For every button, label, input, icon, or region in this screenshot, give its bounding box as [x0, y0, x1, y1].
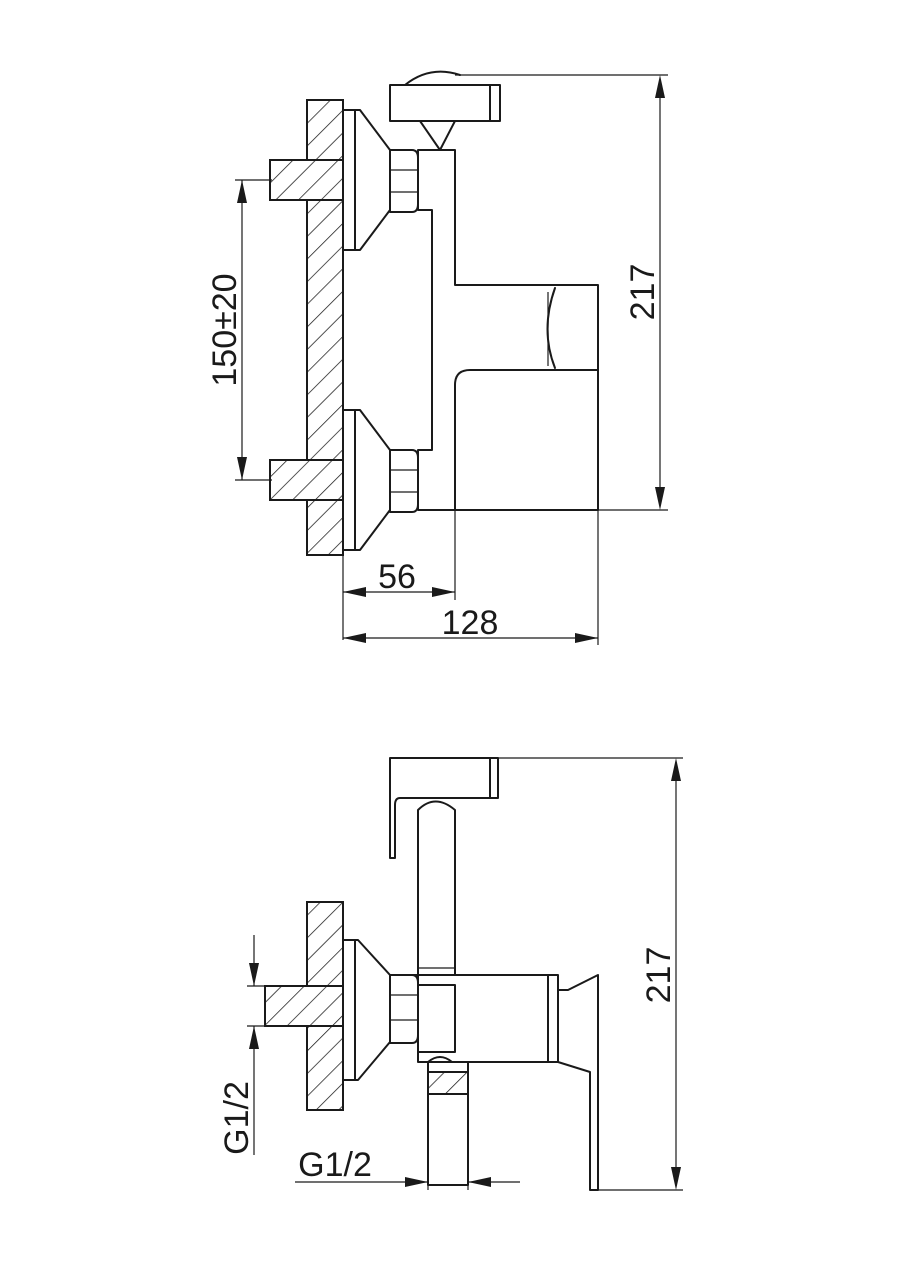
lower-inlet-pipe — [269, 459, 344, 501]
dim-height-side-label: 217 — [624, 264, 662, 321]
dim-projection-total-label: 128 — [442, 604, 499, 642]
mixer-body — [417, 149, 599, 511]
shower-holder-front — [389, 757, 499, 859]
dim-height-side: 217 — [455, 74, 668, 511]
dim-projection-total: 128 — [343, 510, 599, 645]
side-view: 217 150±20 56 128 — [206, 70, 668, 645]
dim-projection-inner: 56 — [342, 510, 456, 640]
upper-eccentric — [342, 109, 391, 251]
dim-outlet-thread-label: G1/2 — [298, 1146, 372, 1184]
dim-inlet-spacing-label: 150±20 — [206, 273, 244, 386]
dim-height-front-label: 217 — [640, 947, 678, 1004]
eccentric-front — [342, 939, 391, 1081]
dim-projection-inner-label: 56 — [378, 558, 416, 596]
upper-inlet-pipe — [269, 159, 344, 201]
shower-holder — [389, 70, 501, 151]
upper-nut — [389, 149, 419, 213]
lower-eccentric — [342, 409, 391, 551]
lower-nut — [389, 449, 419, 513]
dim-inlet-spacing: 150±20 — [206, 179, 272, 481]
riser-tube — [411, 800, 463, 976]
nut-front — [389, 974, 419, 1044]
dim-outlet-thread: G1/2 — [295, 1146, 520, 1190]
outlet-spout — [427, 1056, 469, 1186]
dim-height-front: 217 — [498, 757, 683, 1191]
inlet-pipe-front — [264, 985, 344, 1027]
front-view: 217 G1/2 G1/2 — [218, 757, 683, 1191]
dim-inlet-thread-label: G1/2 — [218, 1081, 256, 1155]
dim-inlet-thread: G1/2 — [218, 935, 267, 1155]
